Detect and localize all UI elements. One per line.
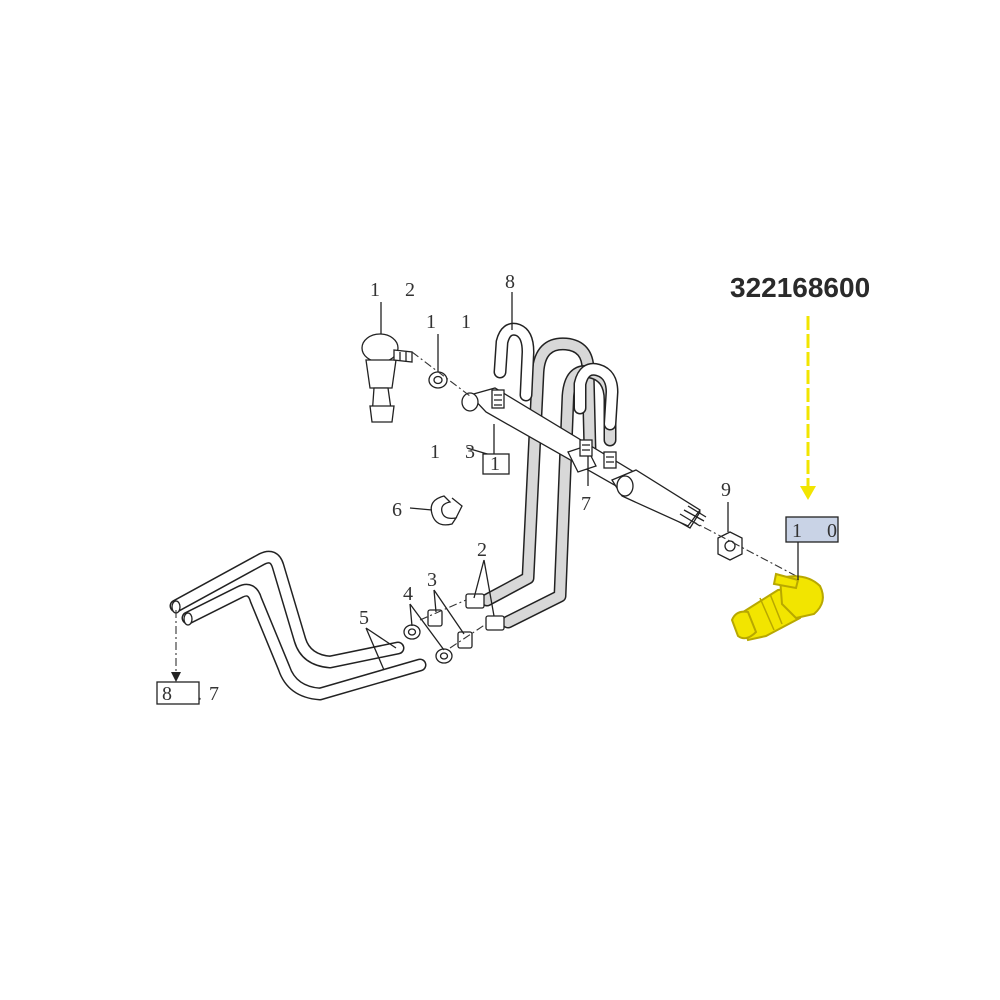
callout-4: 4 [403,583,423,605]
leader-lines [365,292,799,671]
ref-box-8-7 [156,681,200,705]
callout-9: 9 [721,479,741,501]
callout-1: 1 [490,453,510,475]
arrowhead-icon [171,672,181,682]
washer-11 [428,371,448,389]
callout-3: 3 [427,569,447,591]
callout-13: 1 3 [430,441,485,463]
highlight-arrow [800,316,816,500]
callout-2: 2 [477,539,497,561]
part-number-label: 322168600 [730,272,870,303]
callout-6: 6 [392,499,412,521]
pipe-assembly-5 [169,550,427,701]
callout-12: 1 2 [370,279,425,301]
clip-6 [430,495,463,526]
banjo-fitting-12 [361,333,413,423]
ref-box-10 [785,516,839,543]
return-pipe-8 [493,322,619,431]
callout-10: 1 0 [792,520,847,542]
callout-8-box: 8 . [162,683,212,705]
injector-rail-13 [461,387,707,529]
fuel-lines-2 [480,337,617,629]
callout-8-7-number: 7 [209,683,229,705]
highlighted-injector-10[interactable] [730,572,824,642]
callout-5: 5 [359,607,379,629]
nut-9 [717,531,743,561]
callout-8: 8 [505,271,525,293]
axis-lines [175,351,801,675]
callout-7: 7 [581,493,601,515]
callout-11: 1 1 [426,311,481,333]
ref-box-1 [482,453,510,475]
fittings-3-4 [403,593,505,664]
